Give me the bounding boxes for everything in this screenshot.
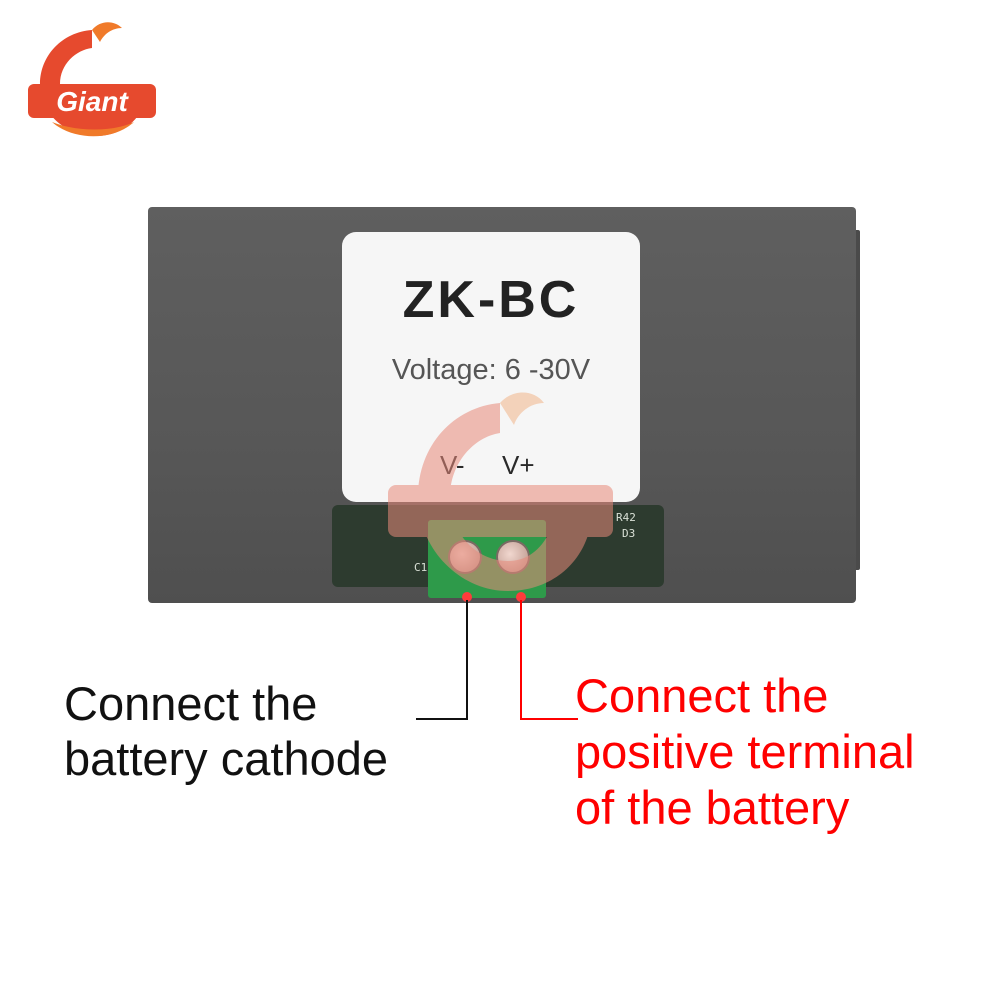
brand-logo-icon: Giant	[28, 22, 156, 137]
anode-caption-line1: Connect the	[575, 669, 829, 722]
anode-caption: Connect the positive terminal of the bat…	[575, 668, 1000, 836]
anode-caption-line2: positive terminal	[575, 725, 915, 778]
watermark-logo	[388, 385, 613, 615]
cathode-leader-horizontal	[416, 718, 468, 720]
cathode-caption-line1: Connect the	[64, 677, 318, 730]
product-label: ZK-BC Voltage: 6 -30V V- V+	[342, 232, 640, 502]
brand-logo: Giant	[22, 18, 162, 148]
anode-leader-horizontal	[520, 718, 578, 720]
model-name: ZK-BC	[402, 271, 580, 329]
voltage-rating: Voltage: 6 -30V	[391, 354, 591, 386]
cathode-leader-vertical	[466, 600, 468, 720]
anode-caption-line3: of the battery	[575, 781, 850, 834]
pcb-label-d3: D3	[622, 527, 636, 540]
brand-logo-text: Giant	[56, 86, 129, 117]
anode-leader-vertical	[520, 600, 522, 720]
cathode-caption-line2: battery cathode	[64, 732, 388, 785]
cathode-caption: Connect the battery cathode	[64, 676, 424, 786]
watermark-logo-icon	[388, 392, 613, 591]
cathode-dot	[462, 592, 472, 602]
anode-dot	[516, 592, 526, 602]
terminal-label-plus: V+	[502, 450, 535, 480]
pcb-label-r42: R42	[616, 511, 636, 524]
